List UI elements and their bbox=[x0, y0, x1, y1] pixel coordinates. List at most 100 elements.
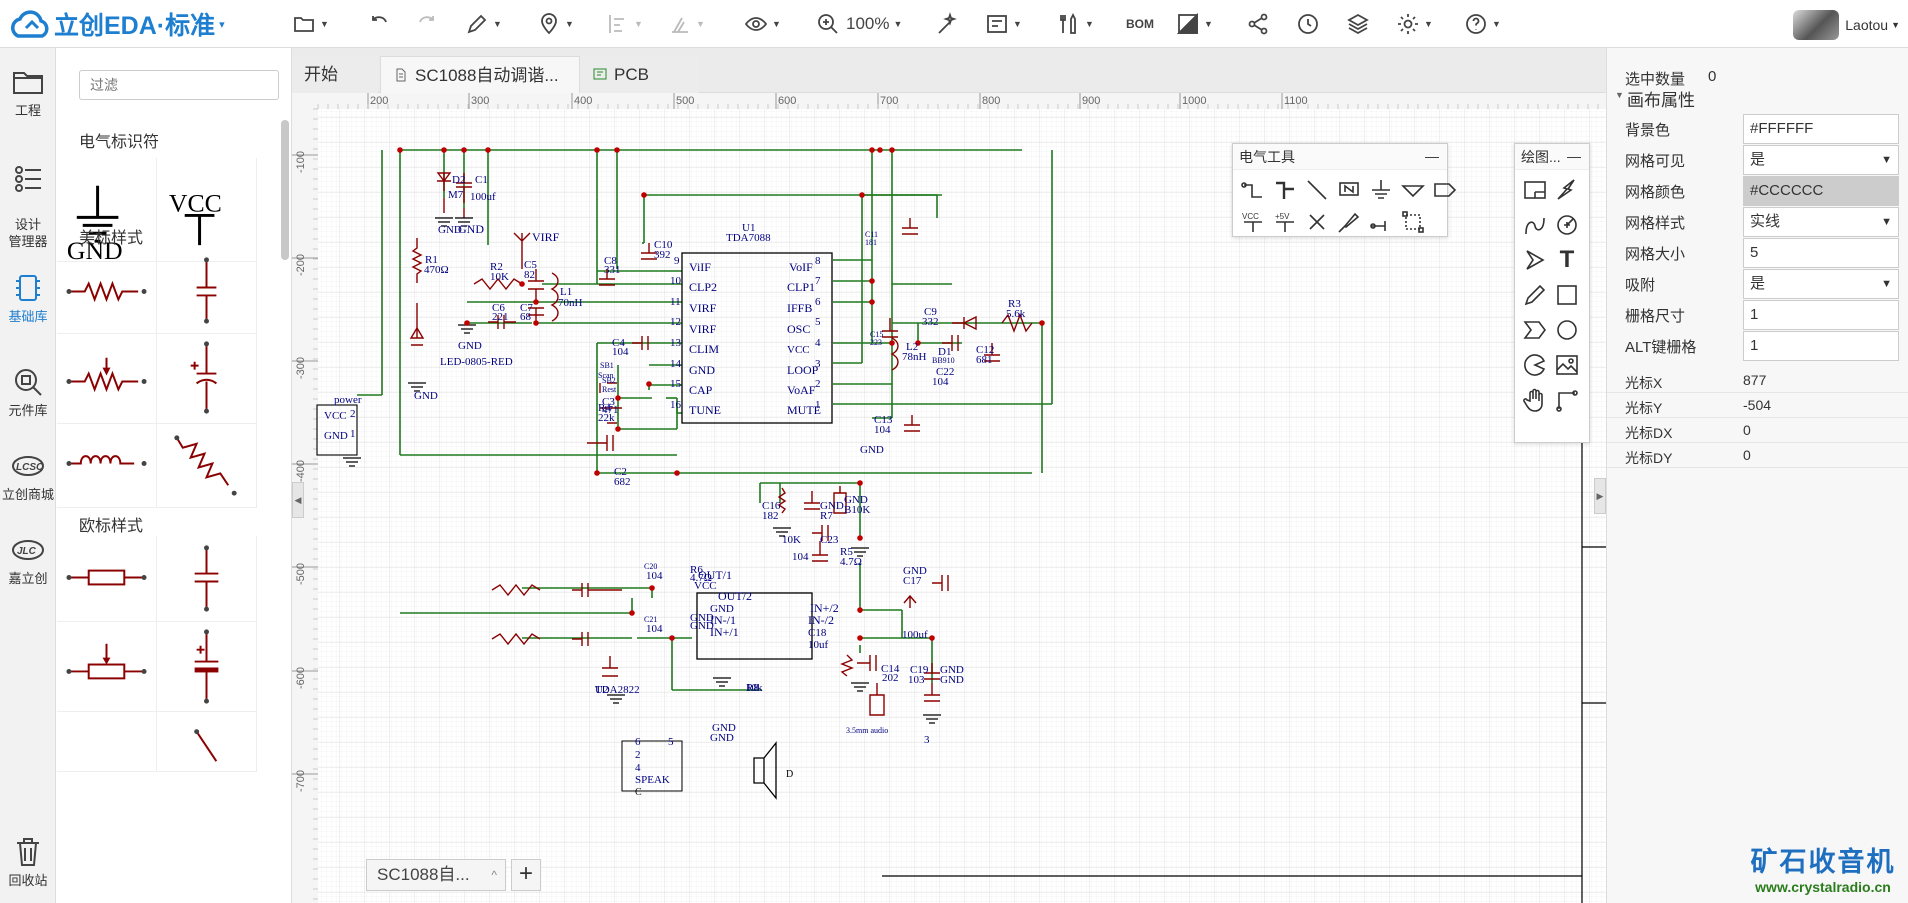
us-potentiometer[interactable] bbox=[57, 334, 157, 424]
place-menu[interactable]: ▼ bbox=[537, 8, 574, 40]
nav-design-manager[interactable]: 设计 管理器 bbox=[0, 144, 56, 250]
property-select[interactable]: 是▼ bbox=[1743, 269, 1899, 299]
vcc-symbol-icon: VCC bbox=[169, 188, 222, 246]
tools-menu[interactable]: ▼ bbox=[1057, 8, 1094, 40]
freehand-tool[interactable] bbox=[1521, 281, 1549, 309]
eu-component-more[interactable] bbox=[57, 712, 157, 772]
5v-tool[interactable]: +5V bbox=[1271, 208, 1299, 236]
add-document-button[interactable]: + bbox=[511, 859, 541, 891]
history-button[interactable] bbox=[1296, 8, 1320, 40]
file-menu[interactable]: ▼ bbox=[292, 8, 329, 40]
collapse-left-panel-handle[interactable]: ◀ bbox=[292, 482, 304, 518]
eu-capacitor[interactable] bbox=[157, 536, 257, 622]
schematic-label: GND bbox=[710, 603, 734, 615]
dimension-tool[interactable] bbox=[1553, 386, 1581, 414]
nav-basic-library[interactable]: 基础库 bbox=[0, 270, 56, 325]
collapse-right-panel-handle[interactable]: ▶ bbox=[1594, 478, 1606, 514]
section-collapse-icon[interactable]: ▼ bbox=[1615, 90, 1624, 100]
junction-dot bbox=[915, 340, 921, 346]
design-check-button[interactable] bbox=[936, 8, 960, 40]
convert-menu[interactable]: ▼ bbox=[985, 8, 1022, 40]
nav-project[interactable]: 工程 bbox=[0, 64, 56, 119]
nav-jlc[interactable]: JLC 嘉立创 bbox=[0, 532, 56, 587]
rectangle-tool[interactable] bbox=[1553, 281, 1581, 309]
zoom-menu[interactable]: 100%▼ bbox=[816, 8, 902, 40]
tab-schematic[interactable]: SC1088自动调谐... bbox=[380, 56, 580, 93]
net-flag-tool[interactable] bbox=[1399, 176, 1427, 204]
bus-tool[interactable] bbox=[1271, 176, 1299, 204]
property-input[interactable]: 1 bbox=[1743, 300, 1899, 330]
pan-tool[interactable] bbox=[1521, 386, 1549, 414]
filter-input[interactable] bbox=[79, 70, 279, 100]
schematic-label: 471 bbox=[602, 404, 619, 416]
help-menu[interactable]: ▼ bbox=[1464, 8, 1501, 40]
drawing-tools-header[interactable]: 绘图...— bbox=[1515, 144, 1589, 170]
polygon-tool[interactable] bbox=[1521, 316, 1549, 344]
align-menu[interactable]: ▼ bbox=[606, 8, 643, 40]
bezier-tool[interactable] bbox=[1521, 211, 1549, 239]
chevron-down-icon: ▼ bbox=[1881, 154, 1892, 166]
tab-pcb[interactable]: PCB bbox=[580, 56, 698, 93]
arc-tool[interactable] bbox=[1553, 211, 1581, 239]
no-connect-tool[interactable] bbox=[1303, 208, 1331, 236]
redo-button[interactable] bbox=[414, 8, 438, 40]
eu-polarized-capacitor[interactable] bbox=[157, 622, 257, 712]
vcc-symbol[interactable]: VCC bbox=[157, 158, 257, 262]
user-menu[interactable]: Laotou ▼ bbox=[1793, 10, 1900, 40]
schematic-label: 470Ω bbox=[424, 264, 449, 276]
property-select[interactable]: 是▼ bbox=[1743, 145, 1899, 175]
minimize-icon[interactable]: — bbox=[1425, 148, 1439, 164]
view-menu[interactable]: ▼ bbox=[744, 8, 781, 40]
settings-menu[interactable]: ▼ bbox=[1396, 8, 1433, 40]
property-input[interactable]: 1 bbox=[1743, 331, 1899, 361]
nav-recycle-bin[interactable]: 回收站 bbox=[0, 834, 56, 889]
eu-component-diagonal[interactable] bbox=[157, 712, 257, 772]
property-input[interactable]: 5 bbox=[1743, 238, 1899, 268]
property-value: 1 bbox=[1750, 337, 1759, 354]
ground-tool[interactable] bbox=[1367, 176, 1395, 204]
app-logo[interactable]: 立创EDA·标准 ▾ bbox=[6, 6, 225, 42]
frame-tool[interactable] bbox=[1521, 176, 1549, 204]
pin-tool[interactable] bbox=[1367, 208, 1395, 236]
text-tool[interactable]: T bbox=[1559, 246, 1575, 273]
undo-button[interactable] bbox=[368, 8, 392, 40]
us-capacitor[interactable] bbox=[157, 248, 257, 334]
document-switcher[interactable]: SC1088自...^ bbox=[366, 859, 506, 891]
port-tool[interactable] bbox=[1431, 176, 1459, 204]
edit-menu[interactable]: ▼ bbox=[465, 8, 502, 40]
us-polarized-capacitor[interactable] bbox=[157, 334, 257, 424]
tab-start[interactable]: 开始 bbox=[292, 56, 378, 93]
distribute-menu[interactable]: ▼ bbox=[668, 8, 705, 40]
property-input[interactable]: #FFFFFF bbox=[1743, 114, 1899, 144]
nav-lcsc-mall[interactable]: LCSC 立创商城 bbox=[0, 448, 56, 503]
vcc-tool[interactable]: VCC bbox=[1239, 208, 1267, 236]
net-label-tool[interactable] bbox=[1335, 176, 1363, 204]
bom-button[interactable]: BOM bbox=[1126, 8, 1154, 40]
polyline-tool[interactable] bbox=[1553, 176, 1581, 204]
property-input[interactable]: #CCCCCC bbox=[1743, 176, 1899, 206]
us-thermistor[interactable] bbox=[157, 424, 257, 508]
group-tool[interactable] bbox=[1399, 208, 1427, 236]
eu-potentiometer[interactable] bbox=[57, 622, 157, 712]
probe-tool[interactable] bbox=[1335, 208, 1363, 236]
layers-button[interactable] bbox=[1346, 8, 1370, 40]
gnd-symbol[interactable]: GND bbox=[57, 158, 157, 265]
electrical-tools-header[interactable]: 电气工具— bbox=[1233, 144, 1447, 170]
us-resistor[interactable] bbox=[57, 248, 157, 334]
nav-component-library[interactable]: 元件库 bbox=[0, 364, 56, 419]
eu-resistor[interactable] bbox=[57, 536, 157, 622]
line-tool[interactable] bbox=[1303, 176, 1331, 204]
share-button[interactable] bbox=[1246, 8, 1270, 40]
arrow-tool[interactable] bbox=[1521, 246, 1549, 274]
minimize-icon[interactable]: — bbox=[1567, 148, 1581, 164]
circle-tool[interactable] bbox=[1553, 316, 1581, 344]
library-scrollbar[interactable] bbox=[281, 120, 289, 260]
wire-tool[interactable] bbox=[1239, 176, 1267, 204]
pie-tool[interactable] bbox=[1521, 351, 1549, 379]
image-tool[interactable] bbox=[1553, 351, 1581, 379]
theme-menu[interactable]: ▼ bbox=[1176, 8, 1213, 40]
us-inductor[interactable] bbox=[57, 424, 157, 508]
property-select[interactable]: 实线▼ bbox=[1743, 207, 1899, 237]
